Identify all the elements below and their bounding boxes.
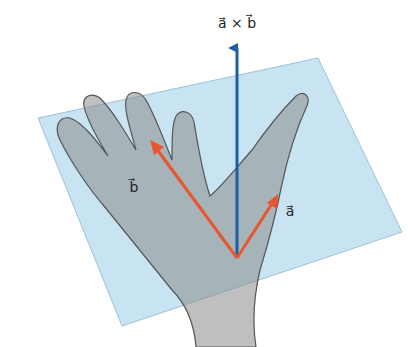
- vector-label: b⃗: [130, 178, 139, 196]
- vector-b: [156, 148, 237, 258]
- vector-a: [237, 202, 273, 258]
- vector-label: a⃗: [286, 202, 295, 220]
- arrowhead: [150, 140, 164, 155]
- hand: [57, 93, 308, 347]
- cross-product-vector: [236, 48, 239, 258]
- vector-label: a⃗ × b⃗: [218, 14, 256, 32]
- arrowhead: [267, 194, 278, 209]
